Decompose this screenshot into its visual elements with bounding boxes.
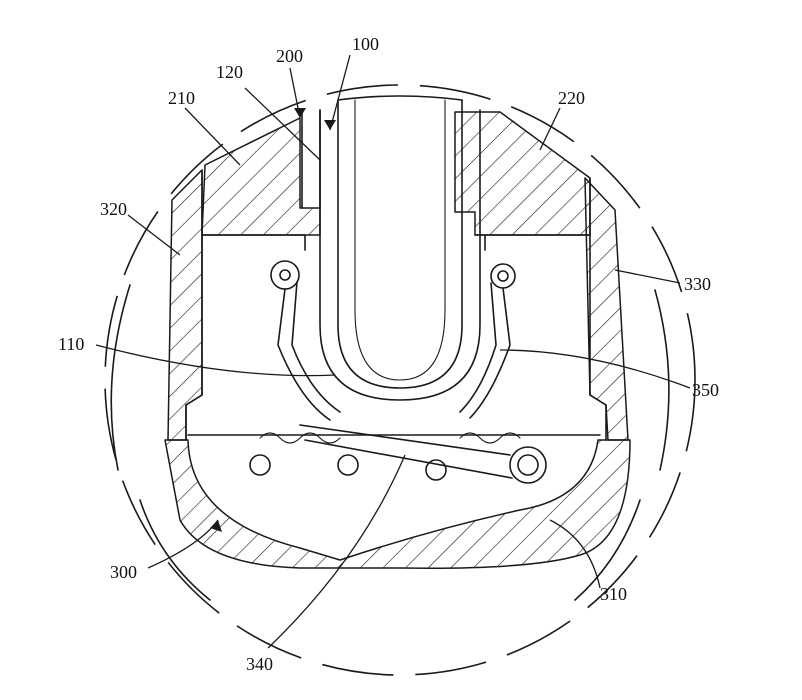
label-350: 350: [692, 380, 719, 400]
ledges: [185, 234, 607, 406]
arrowhead-200: [294, 108, 306, 118]
left-pivot-outer: [270, 260, 300, 290]
boundary-dashed-circle: [104, 84, 696, 676]
right-wall-330: [584, 177, 629, 441]
leader-330: [614, 269, 681, 284]
clamp-arm-left: [277, 281, 341, 421]
label-110: 110: [58, 334, 84, 354]
lever-pivot-inner: [517, 454, 539, 476]
label-330: 330: [684, 274, 711, 294]
hole-1: [249, 454, 271, 476]
leader-210: [184, 107, 241, 166]
left-arc-segment: [110, 284, 211, 601]
arrowhead-300: [210, 520, 222, 532]
left-wall-320: [167, 169, 203, 441]
leader-110: [95, 344, 336, 377]
label-340: 340: [246, 654, 273, 674]
tube-120-sleeve: [301, 109, 321, 209]
leader-100: [329, 54, 351, 131]
leader-340: [267, 454, 406, 649]
label-300: 300: [110, 562, 137, 582]
hole-2: [337, 454, 359, 476]
lever-340-bottom: [304, 439, 513, 479]
leader-220: [539, 107, 561, 151]
inner-wall-lines: [185, 169, 607, 441]
lever-pivot-outer: [509, 446, 547, 484]
tube-100-inner: [337, 99, 463, 389]
leader-320: [127, 214, 181, 256]
label-220: 220: [558, 88, 585, 108]
leader-310: [549, 519, 601, 589]
top-body-220: [454, 111, 591, 236]
tube-100-outer: [319, 109, 481, 401]
hole-3: [425, 459, 447, 481]
tube-inner-core: [354, 99, 446, 381]
tube-top-rim: [337, 95, 463, 101]
label-100: 100: [352, 34, 379, 54]
lever-340-top: [299, 424, 511, 456]
arrowhead-100: [324, 120, 336, 130]
label-210: 210: [168, 88, 195, 108]
clamp-arm-right: [459, 282, 511, 419]
wavy-contact: [259, 432, 521, 444]
leader-350: [499, 349, 691, 389]
label-320: 320: [100, 199, 127, 219]
label-120: 120: [216, 62, 243, 82]
right-pivot-inner: [497, 270, 509, 282]
bottom-cup-310: [164, 439, 631, 569]
label-310: 310: [600, 584, 627, 604]
right-pivot-outer: [490, 263, 516, 289]
left-pivot-inner: [279, 269, 291, 281]
leader-120: [244, 87, 321, 161]
label-200: 200: [276, 46, 303, 66]
